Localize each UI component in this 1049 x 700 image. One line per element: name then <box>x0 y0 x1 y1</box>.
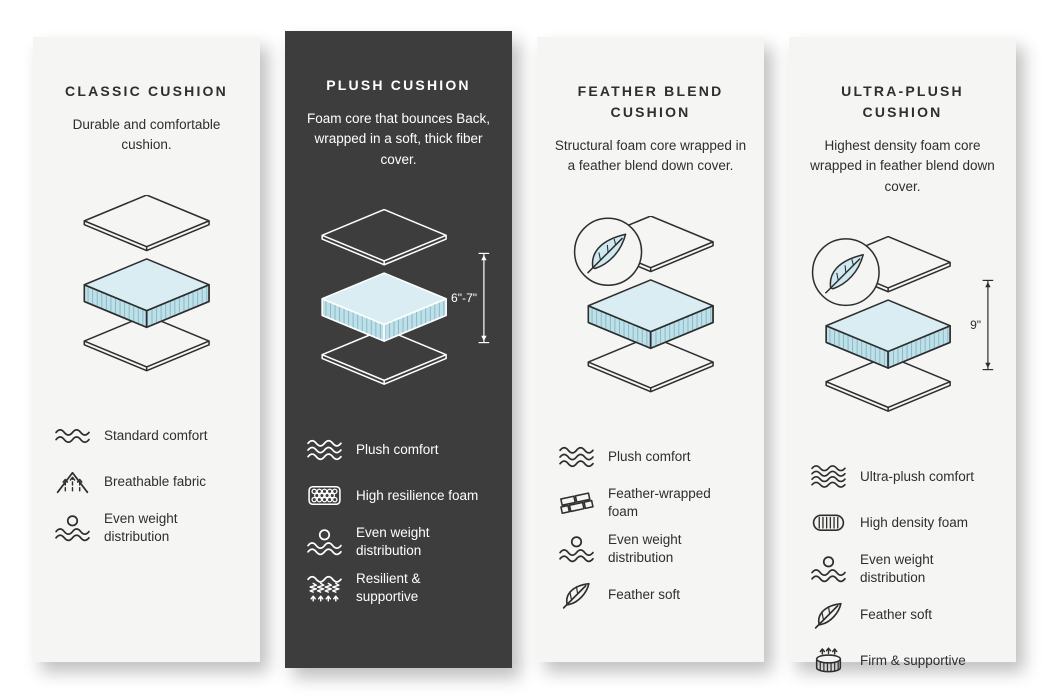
card-plush-cushion: PLUSH CUSHION Foam core that bounces Bac… <box>285 31 512 668</box>
comfort-waves-icon <box>305 434 343 465</box>
feature-label: Feather-wrapped foam <box>608 486 711 519</box>
height-dimension-marker: 9" <box>970 279 994 370</box>
cushion-diagram <box>573 216 734 394</box>
cushion-comparison-infographic: CLASSIC CUSHION Durable and comfortable … <box>33 31 1016 668</box>
feature-label: Plush comfort <box>608 448 691 464</box>
feature-row: Even weight distribution <box>53 508 244 548</box>
card-title: FEATHER BLEND CUSHION <box>577 83 724 120</box>
feature-row: Standard comfort <box>53 416 244 456</box>
card-description: Durable and comfortable cushion. <box>72 117 221 153</box>
feature-row: Ultra-plush comfort <box>809 457 1000 497</box>
feature-list: Plush comfort High resilience foam Even … <box>301 430 496 608</box>
feature-row: Even weight distribution <box>809 549 1000 589</box>
feather-badge-icon <box>573 217 643 286</box>
springs-icon <box>305 572 343 603</box>
comfort-waves-icon <box>557 441 595 472</box>
feature-label: Feather soft <box>860 607 933 623</box>
feature-label: High density foam <box>860 515 969 531</box>
feature-label: Even weight distribution <box>860 552 934 585</box>
cushion-diagram: 6"-7" <box>301 209 490 387</box>
feature-label: Firm & supportive <box>860 653 966 669</box>
comfort-waves-icon <box>809 461 847 492</box>
feature-list: Standard comfort Breathable fabric Even … <box>49 416 244 548</box>
card-title: PLUSH CUSHION <box>326 77 471 93</box>
feature-row: Even weight distribution <box>557 529 748 569</box>
card-title: CLASSIC CUSHION <box>65 83 228 99</box>
cushion-illustration: 6"-7" <box>301 190 496 406</box>
cushion-diagram: 9" <box>811 236 994 414</box>
feature-row: Feather soft <box>809 595 1000 635</box>
feature-row: Resilient & supportive <box>305 568 496 608</box>
feature-label: Breathable fabric <box>104 473 207 489</box>
bricks-icon <box>557 487 595 518</box>
even-weight-icon <box>305 526 343 557</box>
feature-row: Even weight distribution <box>305 522 496 562</box>
feature-label: High resilience foam <box>356 488 479 504</box>
feature-row: Plush comfort <box>305 430 496 470</box>
feature-label: Standard comfort <box>104 427 208 443</box>
feature-row: Plush comfort <box>557 437 748 477</box>
feather-icon <box>809 599 847 630</box>
feature-label: Even weight distribution <box>356 525 430 558</box>
card-title: ULTRA-PLUSH CUSHION <box>841 83 964 120</box>
feature-row: Feather soft <box>557 575 748 615</box>
card-description: Foam core that bounces Back, wrapped in … <box>306 111 491 167</box>
feather-icon <box>557 579 595 610</box>
even-weight-icon <box>557 533 595 564</box>
breathable-fabric-icon <box>53 466 91 497</box>
comfort-waves-icon <box>53 420 91 451</box>
feature-label: Even weight distribution <box>104 511 178 544</box>
honeycomb-foam-icon <box>305 480 343 511</box>
height-dimension-marker: 6"-7" <box>451 252 490 343</box>
card-description: Structural foam core wrapped in a feathe… <box>554 138 747 174</box>
feature-label: Feather soft <box>608 586 681 602</box>
feature-list: Ultra-plush comfort High density foam Ev… <box>805 457 1000 681</box>
card-ultra-plush-cushion: ULTRA-PLUSH CUSHION Highest density foam… <box>789 37 1016 662</box>
feature-row: Breathable fabric <box>53 462 244 502</box>
even-weight-icon <box>53 512 91 543</box>
feature-row: High density foam <box>809 503 1000 543</box>
even-weight-icon <box>809 553 847 584</box>
feature-label: Ultra-plush comfort <box>860 469 975 485</box>
feature-label: Plush comfort <box>356 442 439 458</box>
card-feather-blend-cushion: FEATHER BLEND CUSHION Structural foam co… <box>537 37 764 662</box>
cushion-illustration <box>49 176 244 392</box>
coil-support-icon <box>809 645 847 676</box>
cushion-diagram <box>63 195 230 373</box>
height-dimension-label: 6"-7" <box>451 291 477 305</box>
card-description: Highest density foam core wrapped in fea… <box>810 138 995 194</box>
feature-row: Firm & supportive <box>809 641 1000 681</box>
cushion-illustration <box>553 197 748 413</box>
height-dimension-label: 9" <box>970 318 981 332</box>
feature-label: Even weight distribution <box>608 532 682 565</box>
feature-row: Feather-wrapped foam <box>557 483 748 523</box>
feature-row: High resilience foam <box>305 476 496 516</box>
cushion-illustration: 9" <box>805 217 1000 433</box>
striped-foam-icon <box>809 507 847 538</box>
feature-list: Plush comfort Feather-wrapped foam Even … <box>553 437 748 615</box>
card-classic-cushion: CLASSIC CUSHION Durable and comfortable … <box>33 37 260 662</box>
feature-label: Resilient & supportive <box>356 571 421 604</box>
feather-badge-icon <box>811 237 880 306</box>
